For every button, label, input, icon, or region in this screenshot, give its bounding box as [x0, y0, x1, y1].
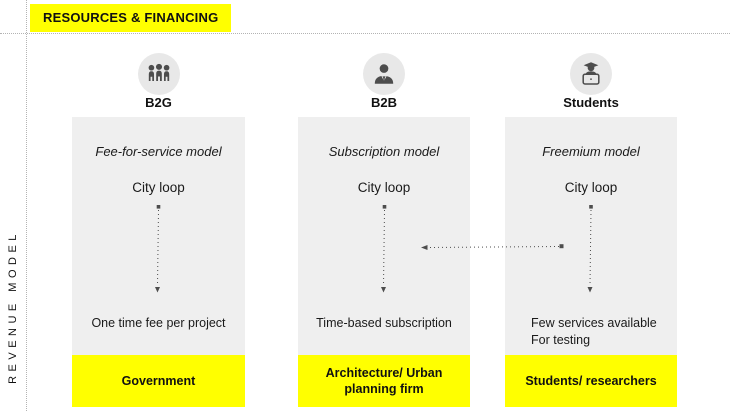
side-label-revenue-model: REVENUE MODEL [7, 230, 19, 384]
column-b2b: B2B Subscription model City loop Time-ba… [298, 0, 470, 411]
segment-label-b2g: B2G [145, 95, 172, 110]
customer-banner-students: Students/ researchers [505, 355, 677, 407]
revenue-model-name: Subscription model [328, 144, 440, 159]
customer-banner-b2b: Architecture/ Urban planning firm [298, 355, 470, 407]
revenue-model-name: Fee-for-service model [95, 144, 222, 159]
pricing-text: Time-based subscription [316, 316, 452, 330]
slide-title: RESOURCES & FINANCING [30, 4, 232, 32]
graduate-laptop-icon [570, 53, 612, 95]
pricing-text: Few services available For testing [531, 316, 657, 347]
customer-banner-b2g: Government [72, 355, 245, 407]
product-name: City loop [357, 180, 411, 195]
revenue-model-name: Freemium model [542, 144, 640, 159]
businessman-icon [363, 53, 405, 95]
segment-label-b2b: B2B [370, 95, 397, 110]
vertical-dotted-guide [26, 0, 27, 411]
product-name: City loop [564, 180, 618, 195]
people-group-icon [137, 53, 180, 95]
product-name: City loop [132, 180, 185, 195]
revenue-card-b2b: Subscription model City loop Time-based … [298, 117, 470, 355]
column-students: Students Freemium model City loop Few se… [505, 0, 677, 411]
revenue-card-students: Freemium model City loop Few services av… [505, 117, 677, 355]
segment-label-students: Students [563, 95, 619, 110]
horizontal-dotted-guide [0, 33, 730, 34]
revenue-card-b2g: Fee-for-service model City loop One time… [72, 117, 245, 355]
column-b2g: B2G Fee-for-service model City loop One … [72, 0, 245, 411]
pricing-text: One time fee per project [91, 316, 226, 330]
